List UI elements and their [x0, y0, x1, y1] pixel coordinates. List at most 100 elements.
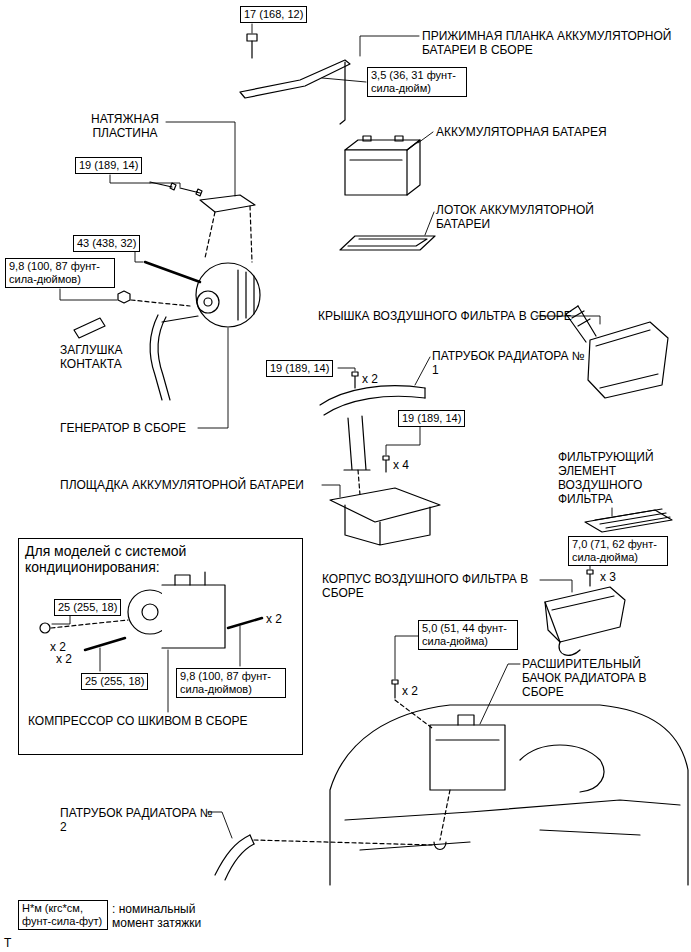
- part-label: НАТЯЖНАЯ ПЛАСТИНА: [80, 112, 170, 140]
- part-label: ЛОТОК АККУМУЛЯТОРНОЙ БАТАРЕИ: [436, 203, 616, 231]
- part-label: РАСШИРИТЕЛЬНЫЙ БАЧОК РАДИАТОРА В СБОРЕ: [522, 657, 682, 699]
- torque-box: 17 (168, 12): [240, 6, 307, 23]
- region-heading: Для моделей с системой кондиционирования…: [19, 539, 229, 579]
- battery-tray-part: [348, 239, 427, 246]
- ac-compressor-part: [142, 604, 158, 620]
- ac-compressor-part: [40, 623, 50, 633]
- engine-compartment-part: [395, 700, 432, 728]
- torque-value: 3,5 (36, 31 фунт-сила-дюйм): [371, 69, 463, 95]
- engine-compartment-part: [430, 725, 505, 790]
- quantity-mark: x 4: [393, 458, 419, 472]
- part-label: АККУМУЛЯТОРНАЯ БАТАРЕЯ: [436, 125, 686, 139]
- radiator-hose-2: [215, 835, 432, 880]
- radiator-hose-1-part: [352, 372, 358, 388]
- legend-box: Н*м (кгс*см, фунт-сила-фут): [18, 900, 108, 930]
- tension-plate: [150, 182, 255, 262]
- torque-box: 9,8 (100, 87 фунт-сила-дюймов): [176, 668, 286, 698]
- engine-compartment-part: [520, 745, 604, 792]
- engine-compartment-part: [436, 739, 499, 740]
- part-label: КОМПРЕССОР СО ШКИВОМ В СБОРЕ: [28, 714, 300, 728]
- leader-lines-part: [166, 122, 235, 196]
- battery-tray: [340, 236, 435, 250]
- engine-compartment-part: [392, 680, 398, 698]
- ac-compressor-part: [175, 572, 205, 585]
- quantity-mark: x 2: [56, 652, 82, 666]
- torque-box: 19 (189, 14): [398, 410, 465, 427]
- leader-lines-part: [110, 175, 180, 187]
- alternator-part: [150, 315, 162, 400]
- part-label: T: [4, 936, 24, 950]
- battery-clamp-part: [247, 34, 257, 41]
- torque-value: 43 (438, 32): [77, 237, 136, 250]
- part-label: ГЕНЕРАТОР В СБОРЕ: [60, 421, 230, 435]
- radiator-hose-2-part: [250, 835, 254, 844]
- leader-lines-part: [480, 664, 520, 724]
- torque-box: 25 (255, 18): [81, 673, 148, 690]
- torque-box: 19 (189, 14): [75, 157, 142, 174]
- part-label: КРЫШКА ВОЗДУШНОГО ФИЛЬТРА В СБОРЕ: [318, 309, 583, 323]
- leader-lines-part: [360, 36, 419, 56]
- engine-compartment-part: [440, 790, 450, 840]
- part-label: ПЛОЩАДКА АККУМУЛЯТОРНОЙ БАТАРЕИ: [60, 478, 340, 492]
- quantity-mark: x 3: [600, 570, 626, 584]
- radiator-hose-1-part: [424, 388, 425, 398]
- battery-clamp-part: [340, 62, 345, 124]
- leader-lines-part: [252, 24, 253, 33]
- torque-value: 7,0 (71, 62 фунт-сила-дюйма): [572, 538, 664, 564]
- leader-lines-part: [322, 78, 366, 82]
- torque-value: 17 (168, 12): [244, 8, 303, 21]
- torque-box: 19 (189, 14): [266, 360, 333, 377]
- leader-lines-part: [198, 328, 228, 428]
- air-filter-cover-part: [572, 311, 590, 326]
- battery-part: [345, 150, 407, 195]
- ac-compressor-part: [162, 585, 225, 648]
- part-label: ПАТРУБОК РАДИАТОРА № 2: [60, 806, 220, 834]
- radiator-hose-1-part: [344, 416, 370, 470]
- leader-lines-part: [418, 132, 433, 143]
- part-label: КОРПУС ВОЗДУШНОГО ФИЛЬТРА В СБОРЕ: [322, 572, 552, 600]
- leader-lines-part: [415, 357, 430, 385]
- tension-plate-part: [200, 195, 255, 212]
- filter-element-part: [595, 509, 670, 528]
- torque-box: 25 (255, 18): [54, 599, 121, 616]
- leader-lines-part: [338, 368, 355, 371]
- battery: [345, 136, 420, 195]
- part-label: : номинальный момент затяжки: [112, 902, 222, 930]
- torque-box: 3,5 (36, 31 фунт-сила-дюйм): [367, 67, 467, 97]
- leader-lines-part: [322, 485, 340, 497]
- torque-value: 25 (255, 18): [58, 601, 117, 614]
- alternator-part: [162, 316, 198, 322]
- air-filter-case-part: [587, 570, 593, 586]
- tension-plate-part: [180, 188, 202, 196]
- quantity-mark: x 2: [362, 372, 388, 386]
- torque-value: 19 (189, 14): [79, 159, 138, 172]
- air-filter-case-part: [545, 587, 625, 642]
- alternator-part: [74, 318, 105, 338]
- leader-lines-part: [590, 566, 591, 569]
- part-label: ПРИЖИМНАЯ ПЛАНКА АККУМУЛЯТОРНОЙ БАТАРЕИ …: [422, 29, 688, 57]
- leader-lines-part: [540, 580, 572, 592]
- torque-value: 9,8 (100, 87 фунт-сила-дюймов): [9, 260, 111, 286]
- air-filter-cover-part: [588, 322, 668, 398]
- battery-clamp-part: [251, 41, 252, 58]
- radiator-hose-1-part: [320, 386, 425, 405]
- engine-compartment: [330, 680, 688, 885]
- radiator-hose-2-part: [215, 835, 250, 875]
- air-filter-cover-part: [596, 330, 658, 388]
- tension-plate-part: [205, 206, 252, 262]
- torque-box: 5,0 (51, 44 фунт-сила-дюйма): [418, 620, 518, 650]
- torque-value: 5,0 (51, 44 фунт-сила-дюйма): [422, 622, 514, 648]
- ac-compressor: [40, 572, 262, 650]
- leader-lines-part: [612, 508, 613, 516]
- leader-lines-part: [52, 615, 70, 624]
- alternator-part: [158, 317, 170, 400]
- alternator-part: [145, 262, 200, 282]
- engine-compartment-part: [345, 800, 680, 820]
- battery-carrier-part: [383, 456, 389, 472]
- alternator-part: [197, 291, 219, 313]
- engine-compartment-part: [360, 830, 640, 850]
- air-filter-case-part: [545, 596, 614, 642]
- battery-carrier-part: [330, 488, 440, 522]
- air-filter-case: [545, 570, 625, 655]
